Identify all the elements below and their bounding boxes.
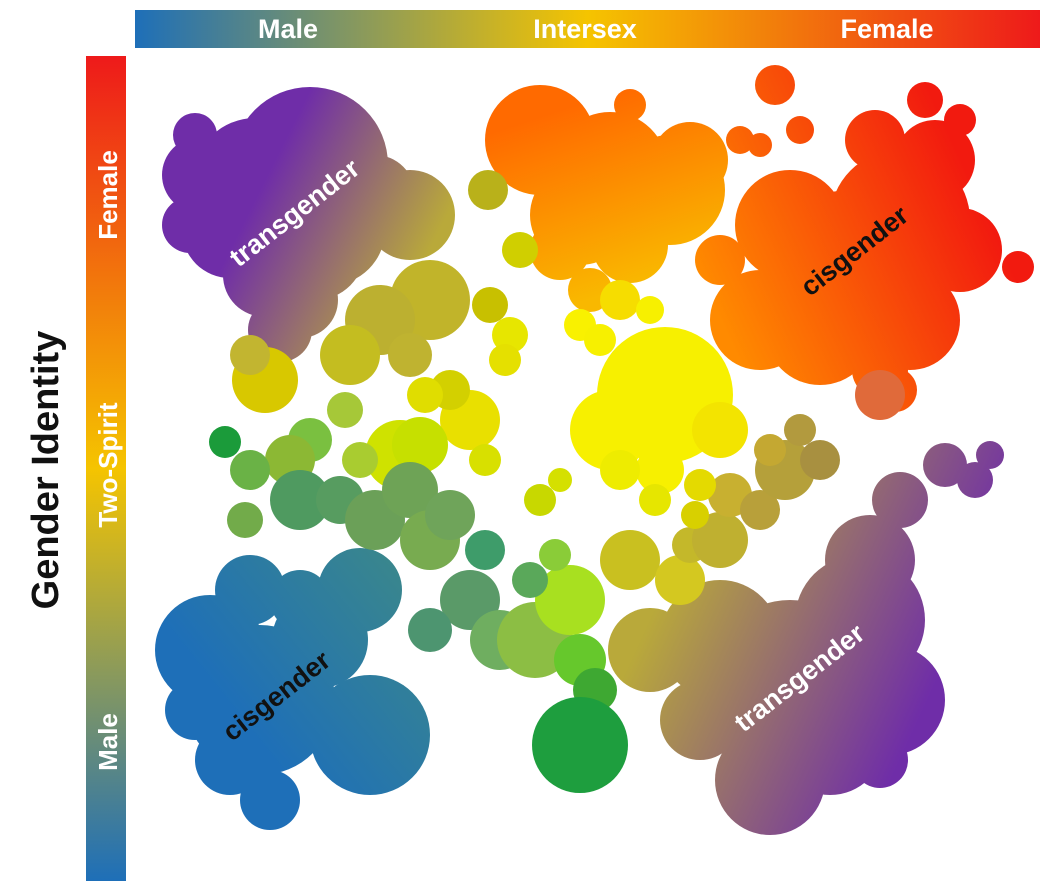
bubble-cisgender-bottom-left [195,725,265,795]
bubble-transgender-bottom-right [957,462,993,498]
bubble-mixed [270,470,330,530]
bubble-mixed [408,608,452,652]
bubble-mixed [754,434,786,466]
bubble-transgender-bottom-right [923,443,967,487]
bubble-mixed [468,170,508,210]
bubble-mixed [639,484,671,516]
bubble-mixed [342,442,378,478]
bubble-cisgender-top-right [735,170,845,280]
bubble-mixed [784,414,816,446]
bubble-mixed [855,370,905,420]
bubble-mixed [382,462,438,518]
bubble-mixed [489,344,521,376]
bubble-intersex-top [614,89,646,121]
bubble-mixed [502,232,538,268]
bubble-cisgender-top-right [1002,251,1034,283]
bubble-mixed [655,555,705,605]
bubble-cisgender-bottom-left [270,570,330,630]
bubble-mixed [227,502,263,538]
sex-scale-label-intersex: Intersex [533,14,637,44]
bubble-mixed [532,697,628,793]
bubble-mixed [388,333,432,377]
bubble-cisgender-top-right [748,133,772,157]
bubble-mixed [392,417,448,473]
bubble-cisgender-bottom-left [310,675,430,795]
bubble-mixed [548,468,572,492]
bubble-mixed [600,450,640,490]
bubble-mixed [465,530,505,570]
bubble-mixed [636,296,664,324]
bubble-mixed [740,490,780,530]
bubble-cisgender-top-right [726,126,754,154]
bubble-mixed [684,469,716,501]
bubble-cisgender-bottom-left [215,555,285,625]
axis-title-gender-identity: Gender Identity [25,331,67,610]
bubble-cisgender-top-right [695,235,745,285]
bubble-mixed [535,565,605,635]
bubble-transgender-bottom-right [715,725,825,835]
bubble-mixed [512,562,548,598]
bubble-mixed [600,280,640,320]
bubble-mixed [327,392,363,428]
bubble-mixed [230,450,270,490]
bubble-transgender-top-left [365,170,455,260]
bubble-mixed [524,484,556,516]
bubble-cisgender-bottom-left [165,680,225,740]
bubble-intersex-top [652,122,728,198]
bubble-cisgender-bottom-left [240,770,300,830]
bubble-cisgender-top-right [944,104,976,136]
bubble-mixed [584,324,616,356]
bubble-mixed [230,335,270,375]
bubble-mixed [539,539,571,571]
sex-scale-bar: Male Intersex Female [135,10,1040,48]
bubble-cisgender-bottom-left [318,548,402,632]
bubble-mixed [425,490,475,540]
gender-scale-label-two-spirit: Two-Spirit [93,402,123,528]
bubble-cisgender-top-right [755,65,795,105]
bubble-mixed [636,446,684,494]
bubble-transgender-top-left [162,137,238,213]
sex-scale-label-male: Male [258,14,318,44]
gender-identity-scale-gradient [86,56,126,881]
bubble-mixed [469,444,501,476]
bubble-mixed [320,325,380,385]
bubble-transgender-bottom-right [872,472,928,528]
bubble-transgender-bottom-right [660,680,740,760]
bubble-mixed [800,440,840,480]
bubble-transgender-bottom-right [608,608,692,692]
bubble-mixed [692,512,748,568]
gender-scale-label-male: Male [93,713,123,771]
bubble-mixed [407,377,443,413]
bubble-transgender-top-left [265,200,365,300]
sex-scale-label-female: Female [840,14,933,44]
bubble-transgender-bottom-right [825,515,915,605]
bubble-cisgender-top-right [907,82,943,118]
bubble-intersex-top [592,207,668,283]
bubble-mixed [600,530,660,590]
bubble-cisgender-top-right [786,116,814,144]
bubble-transgender-bottom-right [660,580,780,700]
bubble-mixed [472,287,508,323]
bubble-transgender-top-left [173,113,217,157]
bubble-mixed [570,390,650,470]
bubble-intersex-top [530,220,590,280]
bubble-field [155,65,1034,835]
sex-scale-gradient [135,10,1040,48]
bubble-transgender-top-left [162,197,218,253]
bubble-mixed [209,426,241,458]
gender-identity-scale-bar: Female Two-Spirit Male [86,56,126,881]
bubble-transgender-bottom-right [852,732,908,788]
bubble-cisgender-top-right [765,275,875,385]
bubble-mixed [692,402,748,458]
bubble-mixed [492,317,528,353]
bubble-cisgender-top-right [895,120,975,200]
gender-scale-label-female: Female [93,150,123,240]
bubble-transgender-bottom-right [976,441,1004,469]
bubble-cisgender-top-right [845,110,905,170]
bubble-mixed [681,501,709,529]
bubble-cisgender-top-right [918,208,1002,292]
